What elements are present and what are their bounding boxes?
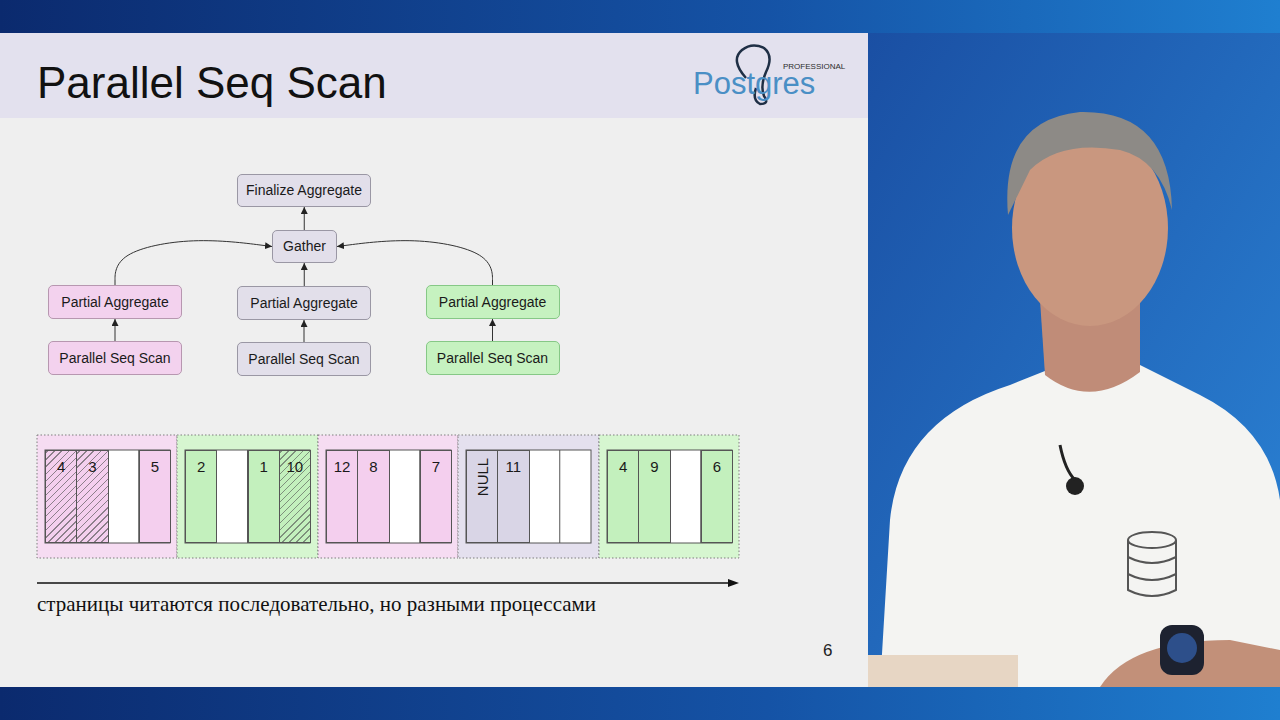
node-text: 8 — [369, 458, 377, 475]
node-text: Parallel Seq Scan — [59, 350, 170, 367]
node-text: Partial Aggregate — [61, 294, 168, 311]
node-text: Finalize Aggregate — [246, 182, 362, 199]
node-text: Gather — [283, 238, 326, 255]
node-text: NULL — [474, 458, 491, 496]
plan-connector — [304, 207, 305, 230]
plan-connector — [492, 319, 493, 341]
plan-connector — [115, 319, 116, 341]
node-text: Partial Aggregate — [439, 294, 546, 311]
node-text: 6 — [713, 458, 721, 475]
plan-connector — [304, 320, 305, 342]
time-axis-arrow — [37, 579, 739, 587]
tuple-cell: 8 — [357, 450, 389, 543]
logo-wordmark: Postgres — [693, 66, 815, 102]
tuple-cell: 3 — [76, 450, 108, 543]
node-text: 10 — [287, 458, 304, 475]
presenter — [868, 112, 1280, 687]
tuple-cell: 4 — [607, 450, 639, 543]
node-text: Parallel Seq Scan — [437, 350, 548, 367]
node-text: Partial Aggregate — [250, 295, 357, 312]
tuple-cell: 10 — [279, 450, 311, 543]
node-text: Parallel Seq Scan — [248, 351, 359, 368]
plan-node: Partial Aggregate — [426, 285, 560, 319]
plan-connector — [115, 241, 272, 285]
tuple-cell: 9 — [638, 450, 670, 543]
tuple-cell: 11 — [497, 450, 529, 543]
tuple-cell: NULL — [466, 450, 498, 543]
plan-node: Partial Aggregate — [48, 285, 182, 319]
page-number: 6 — [823, 641, 832, 661]
tuple-cell: 5 — [139, 450, 171, 543]
node-text: 11 — [506, 458, 522, 475]
node-text: 2 — [197, 458, 205, 475]
title-bar — [0, 33, 868, 118]
node-text: 5 — [151, 458, 159, 475]
plan-node: Parallel Seq Scan — [237, 342, 371, 376]
plan-node: Parallel Seq Scan — [48, 341, 182, 375]
tuple-cell: 2 — [185, 450, 217, 543]
plan-connector — [304, 263, 305, 286]
tuple-cell: 12 — [326, 450, 358, 543]
plan-node: Gather — [272, 230, 337, 263]
tuple-cell: 4 — [45, 450, 77, 543]
slide-title: Parallel Seq Scan — [37, 58, 387, 108]
camera-panel — [868, 33, 1280, 687]
node-text: 3 — [88, 458, 96, 475]
plan-node: Finalize Aggregate — [237, 174, 371, 207]
plan-connector — [337, 241, 493, 285]
tuple-cell: 7 — [420, 450, 452, 543]
page-strip — [37, 435, 739, 558]
plan-node: Partial Aggregate — [237, 286, 371, 320]
node-text: 1 — [259, 458, 267, 475]
slide-caption: страницы читаются последовательно, но ра… — [37, 592, 596, 617]
tuple-cell: 1 — [248, 450, 280, 543]
node-text: 9 — [650, 458, 658, 475]
tuple-cell: 6 — [701, 450, 733, 543]
node-text: 4 — [619, 458, 627, 475]
node-text: 7 — [432, 458, 440, 475]
plan-node: Parallel Seq Scan — [426, 341, 560, 375]
node-text: 4 — [57, 458, 65, 475]
node-text: 12 — [334, 458, 351, 475]
slide — [0, 33, 868, 687]
